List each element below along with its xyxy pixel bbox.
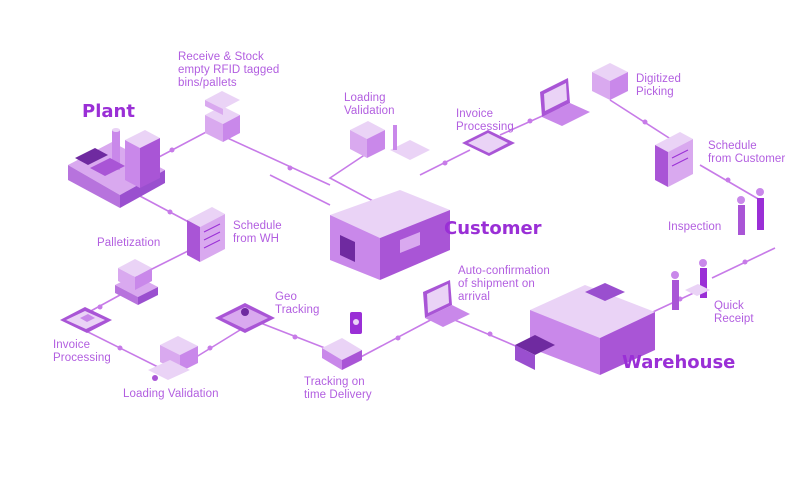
digitized-picking-label: Digitized Picking [636,73,682,98]
arrow-dot [725,177,731,183]
loading-forklift-top-icon [350,121,430,160]
loading-validation-bottom-label: Loading Validation [123,388,219,400]
arrow-dot [642,119,648,125]
invoice-tablet-icon [60,307,112,333]
arrow-dot [287,165,293,171]
loading-validation-top-label: Loading Validation [344,92,395,117]
arrow-dot [207,345,213,351]
schedule-clipboard-icon [187,207,225,262]
confirmation-laptop-icon [423,280,470,327]
auto-confirmation-label: Auto-confirmation of shipment on arrival [458,265,550,303]
geo-tracking-label: Geo Tracking [275,291,320,316]
receive-stock-label: Receive & Stock empty RFID tagged bins/p… [178,51,280,89]
invoice-processing-bottom-label: Invoice Processing [53,339,111,364]
picking-folder-icon [592,63,628,100]
line-inspection-to-schedule [699,164,761,201]
flow-arrows [97,118,748,351]
arrow-dot [742,259,748,265]
arrow-dot [167,209,173,215]
plant-heading: Plant [82,101,135,122]
inspection-workers-icon [737,188,764,235]
arrow-dot [395,335,401,341]
arrow-dot [117,345,123,351]
arrow-dot [487,331,493,337]
schedule-wh-label: Schedule from WH [233,220,282,245]
warehouse-building-icon [515,283,655,375]
invoice-processing-top-label: Invoice Processing [456,108,514,133]
tracking-delivery-label: Tracking on time Delivery [304,376,372,401]
arrow-dot [169,147,175,153]
customer-building-icon [330,190,450,280]
picking-laptop-icon [540,78,590,126]
receipt-workers-icon [671,259,710,310]
arrow-dot [292,334,298,340]
schedule-customer-label: Schedule from Customer [708,140,786,165]
palletization-boxes-icon [115,259,158,305]
customer-heading: Customer [444,218,542,239]
inspection-label: Inspection [668,221,722,233]
invoice-tablet-top-icon [462,130,515,156]
arrow-dot [527,118,533,124]
plant-factory-icon [68,128,165,208]
delivery-truck-icon [322,312,362,370]
arrow-dot [97,304,103,310]
warehouse-heading: Warehouse [622,352,736,373]
customer-schedule-clipboard-icon [655,132,693,187]
line-plant-to-bins [139,129,331,186]
quick-receipt-label: Quick Receipt [714,300,754,325]
geo-map-icon [215,303,275,333]
line-forklift-to-customer [328,149,391,211]
loading-forklift-bottom-icon [148,336,198,381]
line-schedule-wh-to-palletization [149,249,191,271]
palletization-label: Palletization [97,237,161,249]
rfid-bins-icon [205,91,240,142]
line-customer-to-bins [269,174,331,206]
arrow-dot [442,160,448,166]
